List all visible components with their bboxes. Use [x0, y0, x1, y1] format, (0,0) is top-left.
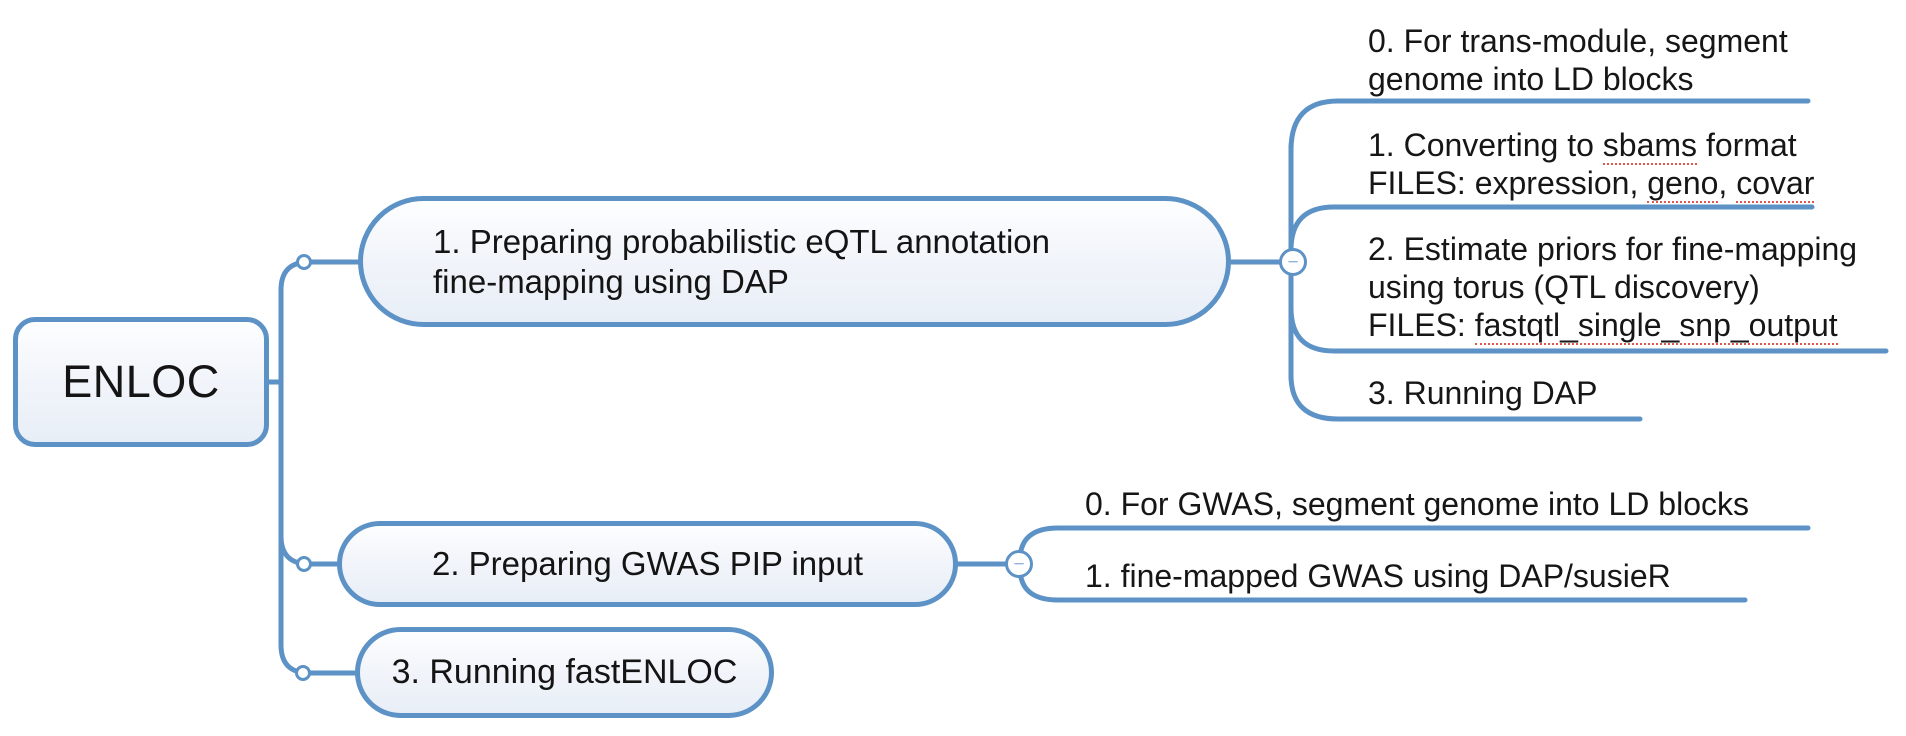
connection-dot-branch1 — [296, 254, 312, 270]
subtopic-line: 1. fine-mapped GWAS using DAP/susieR — [1085, 558, 1671, 594]
subtopic-trans-module-ld-blocks[interactable]: 0. For trans-module, segment genome into… — [1368, 22, 1788, 98]
minus-icon: − — [1287, 251, 1299, 273]
node-branch2-gwas-pip[interactable]: 2. Preparing GWAS PIP input — [337, 521, 958, 607]
connector-trunk-branch3 — [278, 379, 362, 676]
node-root-enloc[interactable]: ENLOC — [13, 317, 269, 447]
branch1-label-line1: 1. Preparing probabilistic eQTL annotati… — [433, 222, 1050, 260]
connection-dot-branch3 — [295, 665, 311, 681]
connector-branch1-child1 — [1288, 204, 1815, 253]
subtopic-estimate-priors-torus[interactable]: 2. Estimate priors for fine-mapping usin… — [1368, 230, 1858, 345]
subtopic-gwas-ld-blocks[interactable]: 0. For GWAS, segment genome into LD bloc… — [1085, 485, 1749, 523]
collapse-button-branch1[interactable]: − — [1279, 248, 1307, 276]
connector-branch1-child0 — [1288, 98, 1811, 153]
connector-branch1-child2 — [1288, 305, 1889, 354]
connector-trunk-branch1 — [278, 259, 365, 385]
connector-branch2-child0 — [1017, 525, 1811, 563]
misspelled-word: covar — [1736, 165, 1815, 203]
misspelled-word: fastqtl_single_snp_output — [1474, 307, 1838, 345]
subtopic-line: 0. For GWAS, segment genome into LD bloc… — [1085, 486, 1749, 522]
collapse-button-branch2[interactable]: − — [1005, 550, 1033, 578]
subtopic-line: 3. Running DAP — [1368, 375, 1598, 411]
subtopic-converting-sbams[interactable]: 1. Converting to sbams format FILES: exp… — [1368, 126, 1815, 203]
connection-dot-branch2 — [296, 556, 312, 572]
subtopic-line: FILES: fastqtl_single_snp_output — [1368, 307, 1838, 345]
branch3-label: 3. Running fastENLOC — [391, 653, 738, 691]
subtopic-line: using torus (QTL discovery) — [1368, 269, 1760, 305]
subtopic-line: 2. Estimate priors for fine-mapping — [1368, 231, 1858, 267]
subtopic-line: genome into LD blocks — [1368, 61, 1694, 97]
branch2-label: 2. Preparing GWAS PIP input — [431, 545, 864, 582]
subtopic-line: FILES: expression, geno, covar — [1368, 165, 1815, 203]
branch1-label: 1. Preparing probabilistic eQTL annotati… — [433, 222, 1050, 302]
misspelled-word: geno — [1647, 165, 1719, 203]
minus-icon: − — [1013, 553, 1025, 575]
root-label: ENLOC — [62, 356, 220, 407]
subtopic-finemapped-gwas[interactable]: 1. fine-mapped GWAS using DAP/susieR — [1085, 557, 1671, 595]
node-branch1-eqtl-annotation[interactable]: 1. Preparing probabilistic eQTL annotati… — [358, 196, 1231, 327]
subtopic-line: 0. For trans-module, segment — [1368, 23, 1788, 59]
node-branch3-fastenloc[interactable]: 3. Running fastENLOC — [355, 627, 774, 718]
connector-branch1-child3 — [1288, 372, 1643, 422]
misspelled-word: sbams — [1602, 127, 1698, 165]
branch1-label-line2: fine-mapping using DAP — [433, 262, 789, 300]
subtopic-running-dap[interactable]: 3. Running DAP — [1368, 374, 1597, 412]
subtopic-line: 1. Converting to sbams format — [1368, 127, 1797, 165]
